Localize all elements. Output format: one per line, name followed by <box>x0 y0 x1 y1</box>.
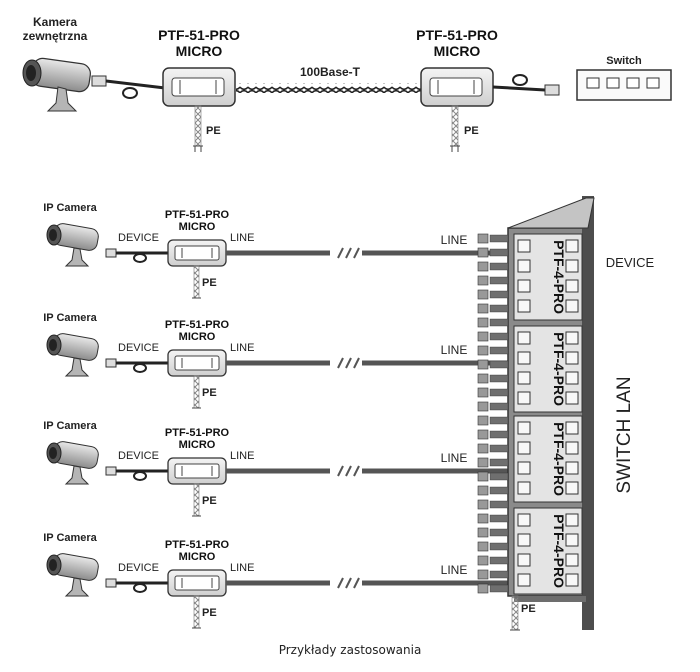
line-port <box>477 527 489 538</box>
ptf-4-pro-label: PTF-4-PRO <box>551 240 567 314</box>
figure-caption: Przykłady zastosowania <box>278 643 422 657</box>
ip-camera-icon <box>46 441 99 485</box>
device-port-label: DEVICE <box>118 232 159 244</box>
line-port <box>477 541 489 552</box>
panel-line-label: LINE <box>441 451 468 465</box>
ip-camera-icon <box>46 333 99 377</box>
top-link-label: 100Base-T <box>300 65 361 79</box>
top-camera-icon <box>22 57 91 112</box>
line-port <box>477 485 489 496</box>
line-port-label: LINE <box>230 342 254 354</box>
ptf-4-pro-module: PTF-4-PRO <box>513 507 583 595</box>
panel-line-label: LINE <box>441 563 468 577</box>
ptf-51-pro-micro-device <box>167 569 227 629</box>
ptf-4-pro-label: PTF-4-PRO <box>551 332 567 406</box>
ptf-4-pro-module: PTF-4-PRO <box>513 325 583 413</box>
line-cable <box>226 465 516 477</box>
line-cable <box>226 247 516 259</box>
top-right-cable <box>492 74 560 96</box>
line-port <box>477 471 489 482</box>
line-port <box>477 345 489 356</box>
line-port <box>477 569 489 580</box>
switch-icon <box>576 69 672 101</box>
top-left-cable <box>91 75 166 99</box>
row-pe-label: PE <box>202 277 217 289</box>
line-port <box>477 457 489 468</box>
line-port <box>477 373 489 384</box>
row-pe-label: PE <box>202 495 217 507</box>
line-port <box>477 429 489 440</box>
panel-line-label: LINE <box>441 233 468 247</box>
line-port <box>477 513 489 524</box>
ptf-4-pro-label: PTF-4-PRO <box>551 422 567 496</box>
line-port <box>477 387 489 398</box>
top-right-device <box>420 67 494 152</box>
twisted-pair-cable <box>236 83 422 93</box>
ptf-51-pro-micro-device <box>167 457 227 517</box>
ptf-51-pro-micro-device <box>167 349 227 409</box>
switch-label: Switch <box>606 55 642 67</box>
ptf-4-pro-module: PTF-4-PRO <box>513 415 583 503</box>
ip-camera-icon <box>46 223 99 267</box>
line-port <box>477 359 489 370</box>
ip-camera-label: IP Camera <box>43 532 97 544</box>
patch-panel: PTF-4-PRO PTF-4-PRO PTF-4-PRO PTF-4-PRO <box>477 196 595 631</box>
line-cable <box>226 577 516 589</box>
line-port-label: LINE <box>230 562 254 574</box>
ip-camera-label: IP Camera <box>43 202 97 214</box>
switch-lan-label: SWITCH LAN <box>614 376 635 493</box>
device-port-label: DEVICE <box>118 342 159 354</box>
ptf-4-pro-label: PTF-4-PRO <box>551 514 567 588</box>
line-port <box>477 499 489 510</box>
line-port <box>477 261 489 272</box>
line-port <box>477 303 489 314</box>
line-port <box>477 583 489 594</box>
ip-camera-icon <box>46 553 99 597</box>
line-port-label: LINE <box>230 232 254 244</box>
panel-line-label: LINE <box>441 343 468 357</box>
ip-camera-label: IP Camera <box>43 420 97 432</box>
top-left-pe: PE <box>206 125 221 137</box>
panel-device-label: DEVICE <box>606 255 655 270</box>
top-right-pe: PE <box>464 125 479 137</box>
line-port <box>477 331 489 342</box>
row-pe-label: PE <box>202 387 217 399</box>
line-port <box>477 443 489 454</box>
ptf-4-pro-module: PTF-4-PRO <box>513 233 583 321</box>
line-port <box>477 275 489 286</box>
line-port-label: LINE <box>230 450 254 462</box>
line-port <box>477 247 489 258</box>
row-pe-label: PE <box>202 607 217 619</box>
line-port <box>477 415 489 426</box>
panel-pe-label: PE <box>521 603 536 615</box>
line-port <box>477 317 489 328</box>
line-port <box>477 401 489 412</box>
line-cable <box>226 357 516 369</box>
line-port <box>477 555 489 566</box>
line-port <box>477 289 489 300</box>
device-port-label: DEVICE <box>118 450 159 462</box>
line-port <box>477 233 489 244</box>
ptf-51-pro-micro-device <box>167 239 227 299</box>
top-left-device <box>162 67 236 152</box>
ip-camera-label: IP Camera <box>43 312 97 324</box>
device-port-label: DEVICE <box>118 562 159 574</box>
